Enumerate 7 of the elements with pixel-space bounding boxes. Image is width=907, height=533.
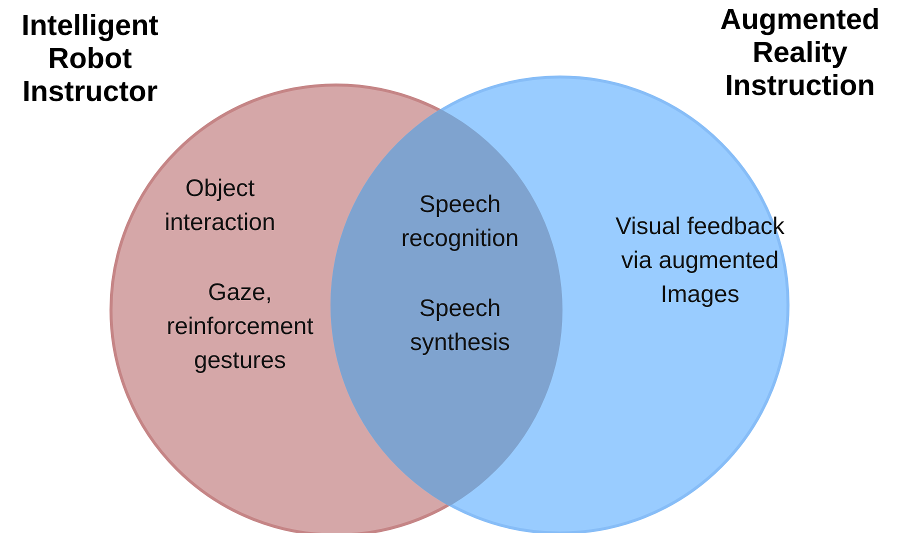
- circle-heading: Intelligent Robot Instructor: [20, 10, 160, 109]
- region-text: Speech recognition: [400, 190, 520, 254]
- region-text: Object interaction: [164, 174, 276, 238]
- region-text: Gaze, reinforcement gestures: [166, 278, 314, 376]
- circle-heading: Augmented Reality Instruction: [719, 4, 881, 103]
- region-text: Speech synthesis: [408, 294, 512, 358]
- region-text: Visual feedback via augmented Images: [615, 212, 785, 310]
